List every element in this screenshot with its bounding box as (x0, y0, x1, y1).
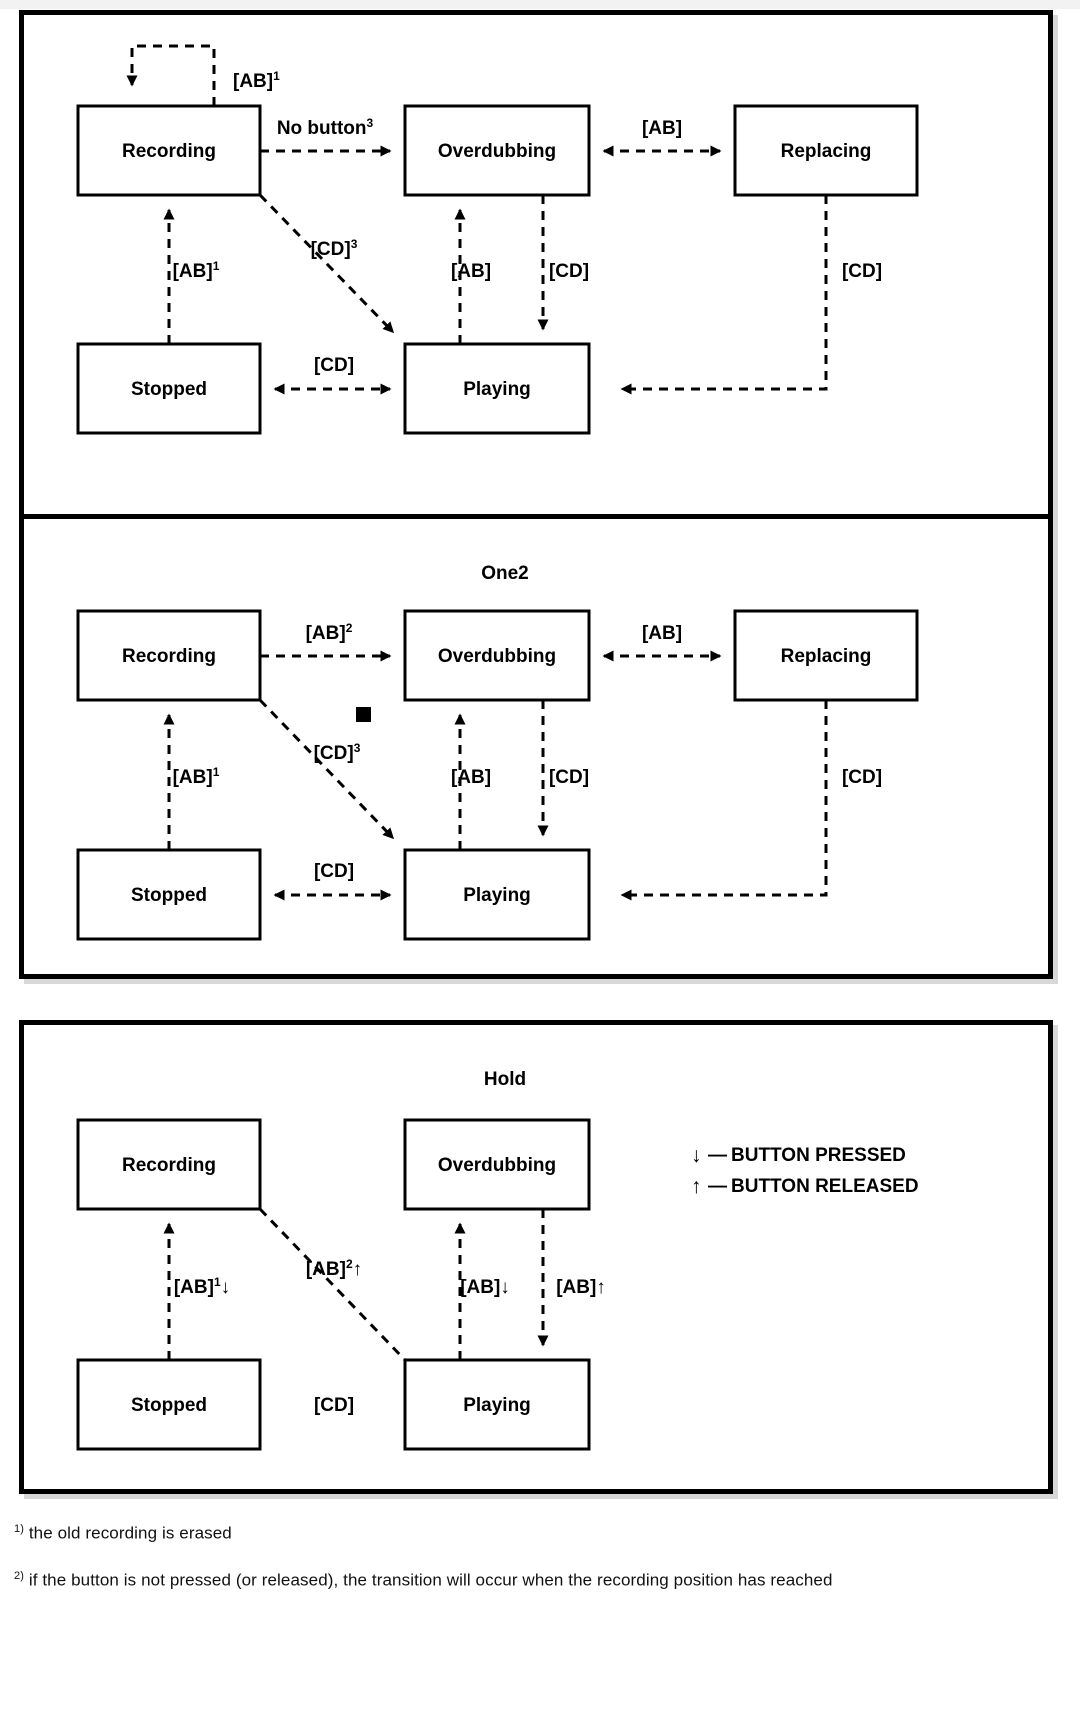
state-box-overdubbing[interactable] (403, 104, 591, 197)
state-box-overdubbing[interactable] (403, 1118, 591, 1211)
transition-label-cd-replacing: [CD] (842, 767, 882, 788)
panel-one1: Recording Overdubbing Replacing Stopped … (19, 10, 1053, 528)
transition-label-cd-replacing: [CD] (842, 261, 882, 282)
state-label-overdubbing: Overdubbing (438, 646, 556, 667)
state-box-playing[interactable] (403, 1358, 591, 1451)
transition-label-cd3: [CD]3 (311, 237, 358, 260)
footnote-2-text: if the button is not pressed (or release… (28, 1570, 833, 1590)
state-label-overdubbing: Overdubbing (438, 1155, 556, 1176)
panel-one1-canvas: Recording Overdubbing Replacing Stopped … (76, 44, 919, 435)
state-label-recording: Recording (122, 646, 216, 667)
state-box-recording[interactable] (76, 104, 262, 197)
footnote-1-marker: 1) (14, 1523, 24, 1535)
state-box-replacing[interactable] (733, 609, 919, 702)
transition-label-nobutton: No button3 (277, 116, 374, 139)
state-label-recording: Recording (122, 141, 216, 162)
transition-label-ab1-press: [AB]1↓ (174, 1275, 230, 1298)
legend-dash-0: — (708, 1145, 727, 1166)
state-label-stopped: Stopped (131, 1395, 207, 1416)
transition-label-cd: [CD] (314, 1395, 354, 1416)
state-label-overdubbing: Overdubbing (438, 141, 556, 162)
footnote-1-text: the old recording is erased (28, 1523, 232, 1543)
transition-recording-playing (258, 698, 395, 840)
transition-replacing-playing (620, 700, 828, 901)
state-box-stopped[interactable] (76, 1358, 262, 1451)
state-box-stopped[interactable] (76, 342, 262, 435)
footnote-2-marker: 2) (14, 1570, 24, 1582)
panel-one2: One2 Recording Overdubbing Replacing Sto… (19, 514, 1053, 979)
transition-label-ab1-stopped: [AB]1 (173, 259, 220, 282)
transition-replacing-playing (620, 195, 828, 395)
transition-label-ab2-release: [AB]2↑ (306, 1257, 362, 1280)
transition-label-cd3: [CD]3 (314, 741, 361, 764)
panel-one2-title: One2 (481, 563, 529, 584)
legend-dash-1: — (708, 1176, 727, 1197)
state-label-stopped: Stopped (131, 379, 207, 400)
footnote-1: 1) the old recording is erased (14, 1523, 1054, 1544)
transition-recording-playing (258, 193, 395, 334)
state-label-recording: Recording (122, 1155, 216, 1176)
legend-button-released: ↑ — BUTTON RELEASED (691, 1175, 919, 1198)
transition-label-ab-replacing: [AB] (642, 623, 682, 644)
legend-button-pressed: ↓ — BUTTON PRESSED (691, 1144, 906, 1167)
state-box-replacing[interactable] (733, 104, 919, 197)
transition-label-cd-down: [CD] (549, 767, 589, 788)
state-box-recording[interactable] (76, 1118, 262, 1211)
transition-label-ab-press: [AB]↓ (460, 1277, 510, 1298)
transition-label-ab1: [AB]1 (173, 765, 220, 788)
transition-recording-playing (258, 1207, 407, 1362)
state-box-stopped[interactable] (76, 848, 262, 941)
state-box-playing[interactable] (403, 342, 591, 435)
transition-label-ab-release: [AB]↑ (556, 1277, 606, 1298)
transition-label-ab-up: [AB] (451, 261, 491, 282)
transition-label-ab-up: [AB] (451, 767, 491, 788)
transition-label-ab1-self: [AB]1 (233, 69, 280, 92)
legend-label-pressed: BUTTON PRESSED (731, 1145, 906, 1166)
legend-arrow-up-icon: ↑ (691, 1175, 702, 1198)
transition-label-cd-stopped: [CD] (314, 861, 354, 882)
state-box-overdubbing[interactable] (403, 609, 591, 702)
transition-recording-self (126, 44, 216, 106)
panel-hold-title: Hold (484, 1069, 526, 1090)
panel-hold: Hold Recording Overdubbing Stopped Playi… (19, 1020, 1053, 1494)
transition-label-ab-replacing: [AB] (642, 118, 682, 139)
transition-label-ab2: [AB]2 (306, 621, 353, 644)
state-label-stopped: Stopped (131, 885, 207, 906)
state-label-playing: Playing (463, 379, 531, 400)
top-strip (0, 0, 1080, 9)
state-label-replacing: Replacing (781, 141, 872, 162)
state-label-playing: Playing (463, 1395, 531, 1416)
state-box-playing[interactable] (403, 848, 591, 941)
panel-one2-canvas: One2 Recording Overdubbing Replacing Sto… (76, 563, 919, 941)
transition-label-cd-down: [CD] (549, 261, 589, 282)
filled-square-marker (356, 707, 371, 722)
legend-arrow-down-icon: ↓ (691, 1144, 702, 1167)
transition-label-cd-stopped: [CD] (314, 355, 354, 376)
state-label-replacing: Replacing (781, 646, 872, 667)
legend-label-released: BUTTON RELEASED (731, 1176, 919, 1197)
footnote-2: 2) if the button is not pressed (or rele… (14, 1570, 1064, 1591)
state-label-playing: Playing (463, 885, 531, 906)
panel-hold-canvas: Hold Recording Overdubbing Stopped Playi… (76, 1069, 919, 1451)
